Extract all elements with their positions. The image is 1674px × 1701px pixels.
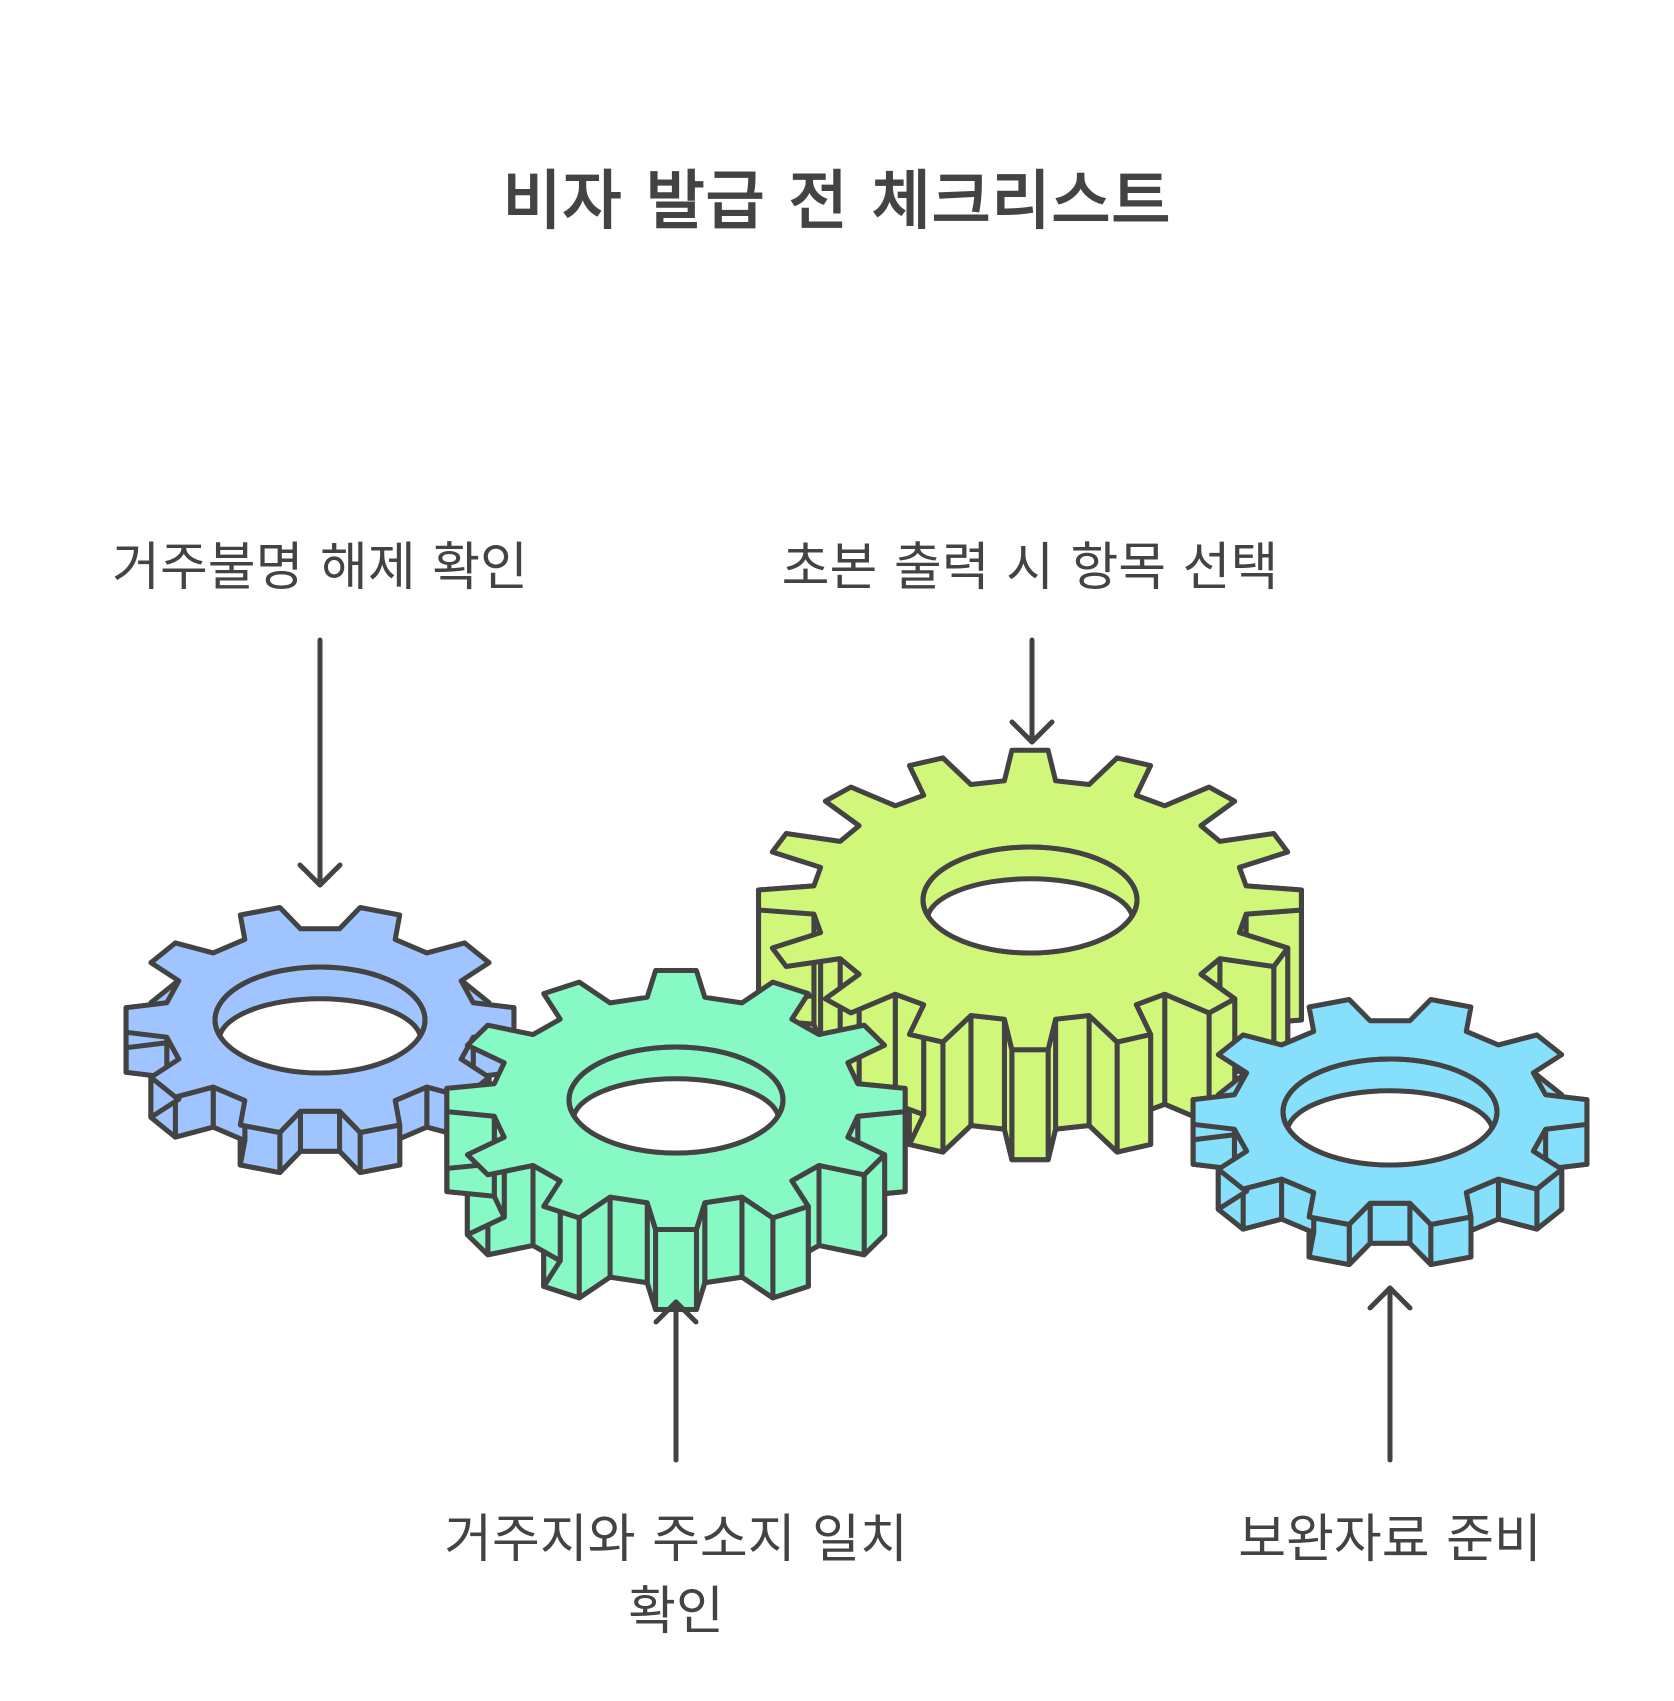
label-lime-gear: 초본 출력 시 항목 선택 <box>781 538 1279 598</box>
arrow-blue <box>297 637 343 888</box>
label-cyan-gear: 보완자료 준비 <box>1238 1510 1542 1570</box>
gear-cyan <box>1190 997 1590 1268</box>
arrow-lime <box>1009 637 1055 745</box>
label-green-gear-line1: 거주지와 주소지 일치 <box>444 1510 908 1570</box>
label-blue-gear: 거주불명 해제 확인 <box>112 538 528 598</box>
label-green-gear-line2: 확인 <box>628 1582 724 1642</box>
arrow-green <box>653 1299 699 1463</box>
gear-lime <box>756 747 1304 1163</box>
gear-green <box>444 968 908 1312</box>
diagram-title: 비자 발급 전 체크리스트 <box>502 165 1172 239</box>
arrow-cyan <box>1367 1285 1413 1463</box>
